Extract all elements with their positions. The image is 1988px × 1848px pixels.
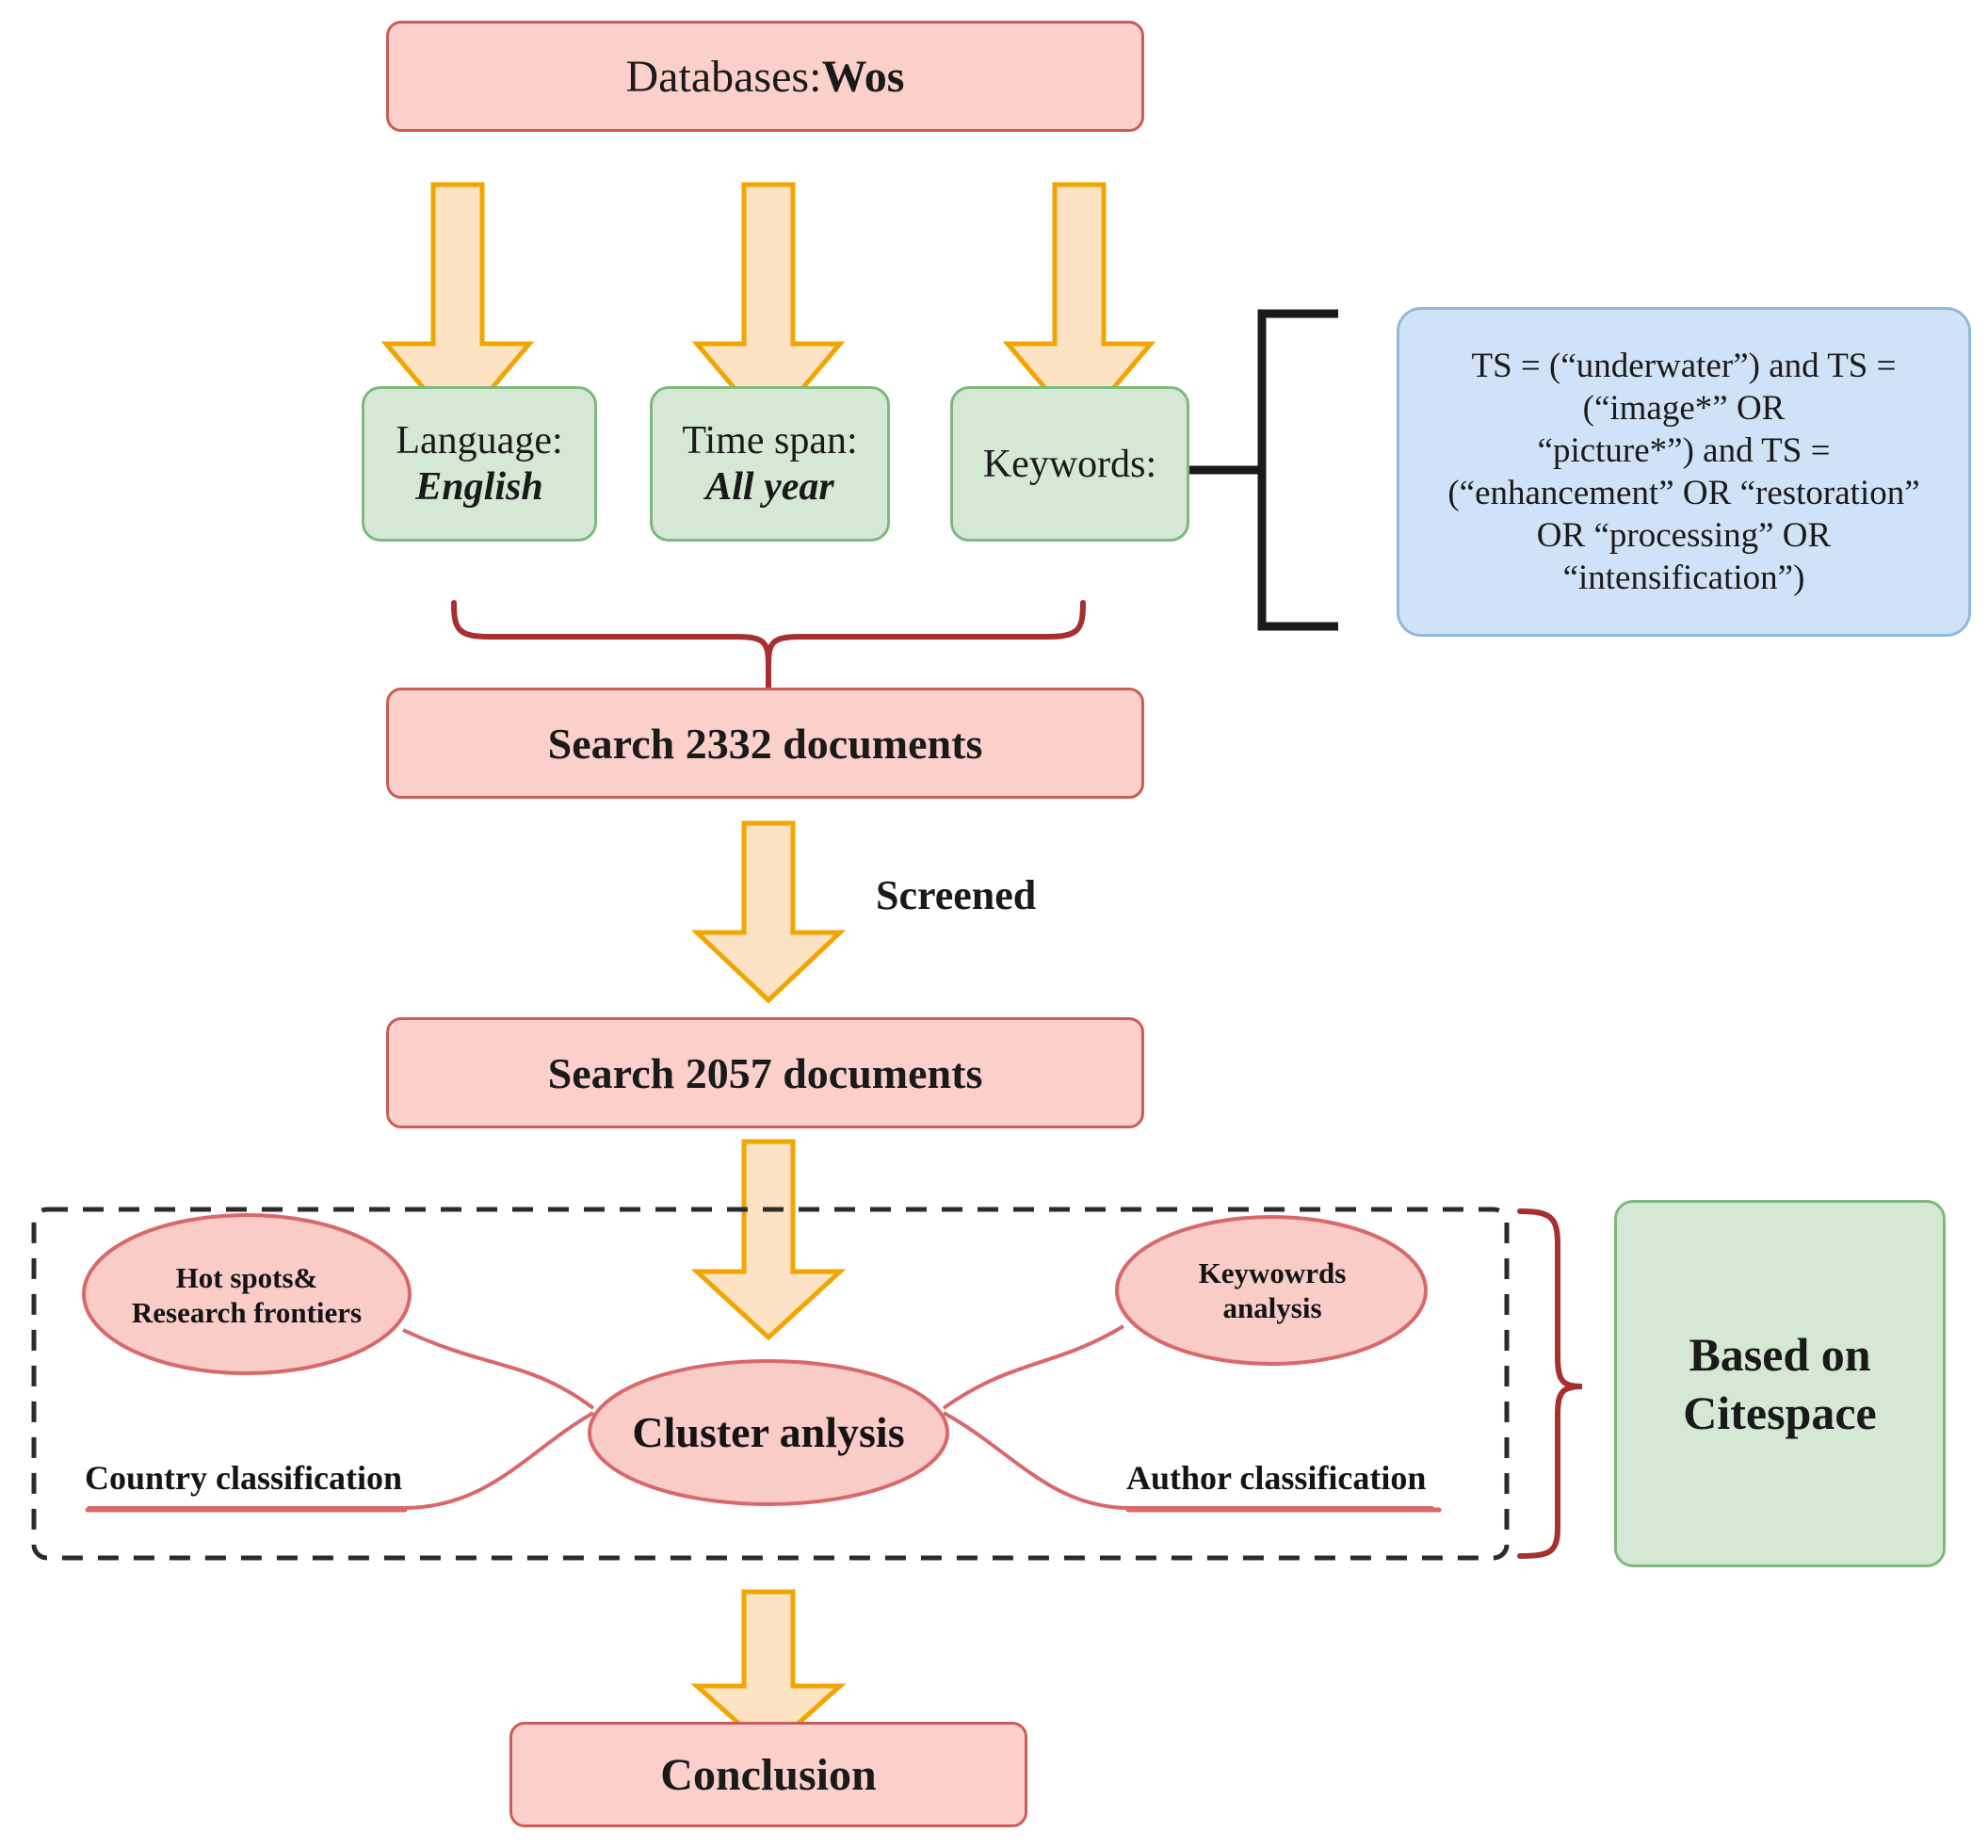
ellipse-cluster-analysis bbox=[588, 1359, 949, 1506]
keywords-analysis-line-1: Keywowrds bbox=[1198, 1256, 1347, 1289]
connector-cluster-keywords bbox=[942, 1324, 1125, 1410]
database-prefix: Databases: bbox=[625, 51, 822, 102]
node-database: Databases:Wos bbox=[386, 21, 1144, 132]
node-keywords: Keywords: bbox=[950, 386, 1189, 542]
hot-spots-line-1: Hot spots& bbox=[175, 1260, 318, 1294]
database-value: Wos bbox=[821, 51, 905, 102]
query-line-3: “picture*”) and TS = bbox=[1537, 430, 1831, 470]
citespace-brace-icon bbox=[1517, 1208, 1583, 1559]
down-arrow-icon-to-conclusion bbox=[690, 1589, 847, 1754]
language-value: English bbox=[415, 464, 543, 509]
query-line-4: (“enhancement” OR “restoration” bbox=[1447, 474, 1920, 512]
down-arrow-icon-screened bbox=[690, 820, 847, 1004]
label-author-classification: Author classification bbox=[1126, 1459, 1427, 1497]
node-based-on-citespace: Based on Citespace bbox=[1614, 1200, 1946, 1567]
ellipse-keywords-analysis bbox=[1115, 1215, 1428, 1366]
connector-cluster-author bbox=[943, 1411, 1433, 1510]
timespan-label: Time span: bbox=[682, 419, 858, 463]
query-line-1: TS = (“underwater”) and TS = bbox=[1471, 346, 1897, 385]
based-on-line-1: Based on bbox=[1689, 1327, 1871, 1381]
connector-country-cluster bbox=[88, 1411, 594, 1510]
query-line-6: “intensification”) bbox=[1562, 559, 1805, 598]
node-conclusion: Conclusion bbox=[509, 1722, 1027, 1827]
query-line-2: (“image*” OR bbox=[1582, 388, 1786, 428]
connector-hotspots-cluster bbox=[402, 1328, 595, 1410]
keywords-label: Keywords: bbox=[982, 442, 1157, 486]
text-cluster-analysis: Cluster anlysis bbox=[632, 1408, 905, 1457]
hot-spots-line-2: Research frontiers bbox=[131, 1296, 363, 1329]
language-label: Language: bbox=[396, 419, 563, 463]
merge-brace-icon bbox=[451, 600, 1086, 702]
text-hot-spots: Hot spots& Research frontiers bbox=[87, 1253, 407, 1337]
query-bracket-icon bbox=[1185, 309, 1338, 631]
node-language: Language: English bbox=[362, 386, 597, 542]
node-search-query: TS = (“underwater”) and TS = (“image*” O… bbox=[1397, 307, 1971, 637]
ellipse-hot-spots bbox=[82, 1213, 412, 1375]
label-country-classification: Country classification bbox=[85, 1459, 402, 1497]
node-timespan: Time span: All year bbox=[650, 386, 890, 542]
down-arrow-icon-to-analysis bbox=[690, 1139, 847, 1341]
timespan-value: All year bbox=[705, 464, 834, 509]
text-keywords-analysis: Keywowrds analysis bbox=[1117, 1251, 1428, 1330]
based-on-line-2: Citespace bbox=[1683, 1386, 1877, 1439]
query-line-5: OR “processing” OR bbox=[1536, 516, 1832, 556]
label-screened: Screened bbox=[876, 872, 1037, 918]
keywords-analysis-line-2: analysis bbox=[1222, 1291, 1322, 1324]
node-search-screened: Search 2057 documents bbox=[386, 1017, 1144, 1128]
node-search-initial: Search 2332 documents bbox=[386, 688, 1144, 799]
analysis-dashed-container bbox=[31, 1207, 1510, 1561]
